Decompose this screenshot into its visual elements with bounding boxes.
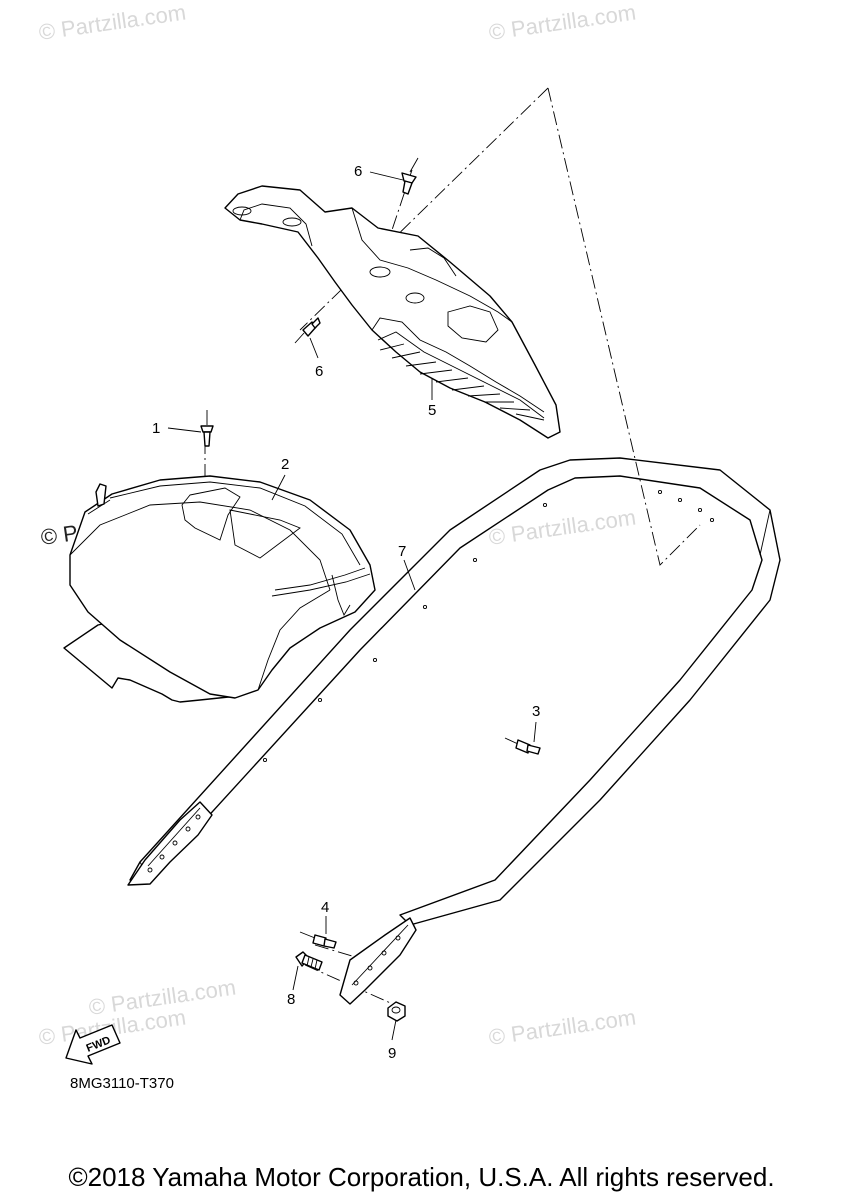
watermark: © Partzilla.com xyxy=(487,505,637,550)
part-3-rivet xyxy=(504,737,541,755)
part-5-guard xyxy=(224,185,561,439)
part-9-nut xyxy=(387,1001,406,1022)
watermark: © Partzilla.com xyxy=(487,0,637,45)
part-2-bag xyxy=(63,475,376,703)
callout-3: 3 xyxy=(532,703,540,720)
diagram-code: 8MG3110-T370 xyxy=(70,1075,174,1092)
fwd-arrow-icon: FWD xyxy=(65,1024,121,1065)
part-6-rivet-upper xyxy=(401,157,419,195)
callout-4: 4 xyxy=(321,899,329,916)
callout-9: 9 xyxy=(388,1045,396,1062)
watermark: © Partzilla.com xyxy=(37,0,187,45)
callout-8: 8 xyxy=(287,991,295,1008)
callout-1: 1 xyxy=(152,420,160,437)
part-1-rivet xyxy=(200,410,214,447)
part-7-frame xyxy=(127,457,781,1005)
callout-6-lower: 6 xyxy=(315,363,323,380)
parts-diagram: © Partzilla.com © Partzilla.com © Partzi… xyxy=(37,0,781,1092)
part-8-bolt xyxy=(295,951,323,971)
part-4-rivet xyxy=(299,931,337,949)
callout-5: 5 xyxy=(428,402,436,419)
callout-6-upper: 6 xyxy=(354,163,362,180)
copyright-notice: ©2018 Yamaha Motor Corporation, U.S.A. A… xyxy=(68,1162,775,1192)
callout-7: 7 xyxy=(398,543,406,560)
part-6-rivet-lower xyxy=(294,317,321,344)
watermark: © Partzilla.com xyxy=(487,1005,637,1050)
callout-2: 2 xyxy=(281,456,289,473)
leader-lines xyxy=(167,171,537,1041)
